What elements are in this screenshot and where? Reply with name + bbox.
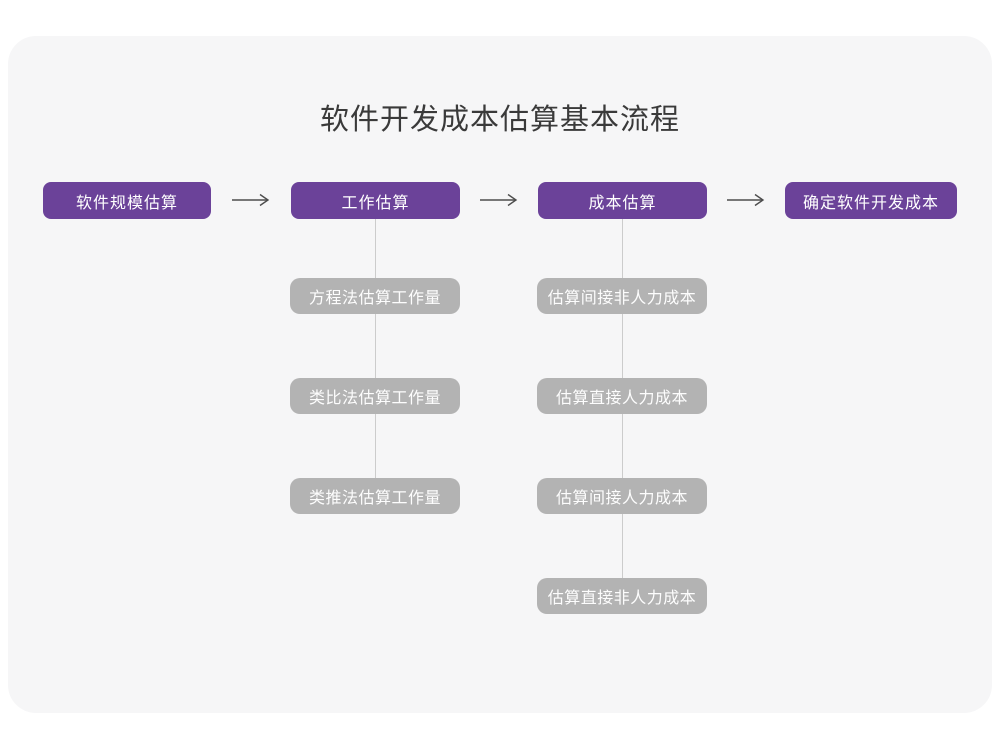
substep-equation-method: 方程法估算工作量 xyxy=(290,278,460,314)
diagram-card xyxy=(8,36,992,713)
flow-step-label: 工作估算 xyxy=(341,194,410,212)
flow-step-cost-estimation: 成本估算 xyxy=(538,182,707,219)
substep-label: 估算直接人力成本 xyxy=(555,390,688,407)
right-arrow-icon xyxy=(231,192,271,208)
substep-extrapolation-method: 类推法估算工作量 xyxy=(290,478,460,514)
substep-label: 类推法估算工作量 xyxy=(308,490,441,507)
substep-direct-non-labor-cost: 估算直接非人力成本 xyxy=(537,578,707,614)
substep-indirect-labor-cost: 估算间接人力成本 xyxy=(537,478,707,514)
substep-label: 估算间接非人力成本 xyxy=(547,290,697,307)
diagram-title: 软件开发成本估算基本流程 xyxy=(319,104,680,136)
substep-label: 类比法估算工作量 xyxy=(308,390,441,407)
substep-direct-labor-cost: 估算直接人力成本 xyxy=(537,378,707,414)
flow-step-label: 成本估算 xyxy=(588,194,657,212)
flow-step-label: 软件规模估算 xyxy=(75,194,178,212)
connector-line-work-estimation xyxy=(375,219,376,496)
substep-label: 估算间接人力成本 xyxy=(555,490,688,507)
substep-label: 估算直接非人力成本 xyxy=(547,590,697,607)
substep-analogy-method: 类比法估算工作量 xyxy=(290,378,460,414)
right-arrow-icon xyxy=(479,192,519,208)
substep-indirect-non-labor-cost: 估算间接非人力成本 xyxy=(537,278,707,314)
flow-step-determine-development-cost: 确定软件开发成本 xyxy=(785,182,957,219)
right-arrow-icon xyxy=(726,192,766,208)
flow-step-work-estimation: 工作估算 xyxy=(291,182,460,219)
flow-step-label: 确定软件开发成本 xyxy=(802,194,939,212)
substep-label: 方程法估算工作量 xyxy=(308,290,441,307)
flow-step-software-scale-estimation: 软件规模估算 xyxy=(43,182,211,219)
